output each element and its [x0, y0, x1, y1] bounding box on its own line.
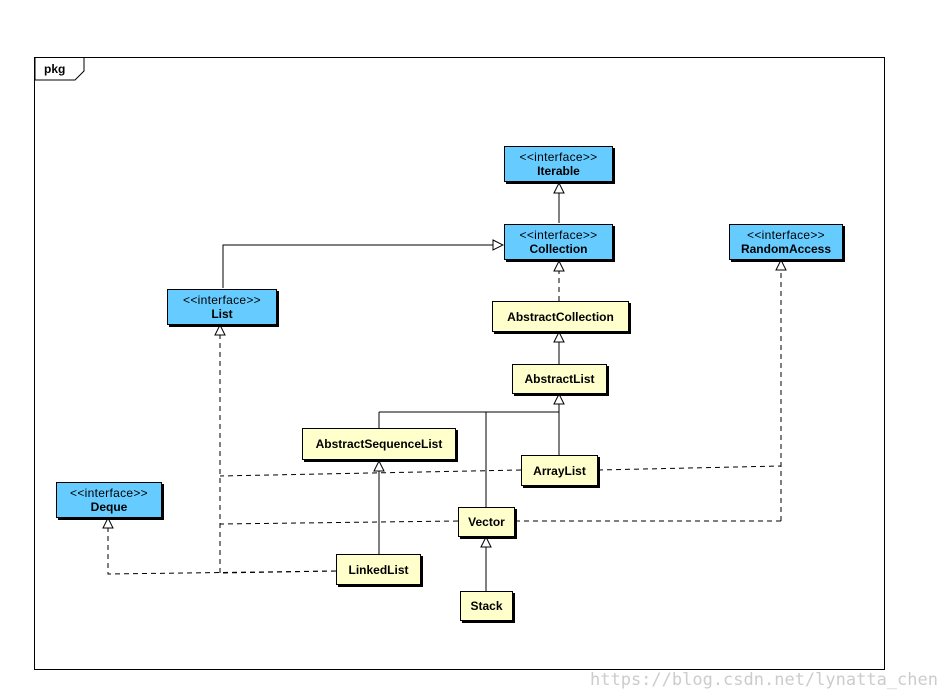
edge-vector-list	[219, 520, 459, 525]
node-array-list[interactable]: ArrayList	[521, 455, 598, 486]
node-name: Stack	[470, 599, 503, 613]
node-name: AbstractCollection	[507, 309, 614, 324]
node-stack[interactable]: Stack	[460, 591, 513, 621]
node-name: Collection	[529, 242, 588, 256]
node-name: LinkedList	[348, 562, 409, 577]
edge-arraylist-randomaccess	[597, 465, 782, 471]
package-frame	[34, 57, 885, 670]
node-abstract-collection[interactable]: AbstractCollection	[492, 301, 629, 332]
edge-arraylist-list	[219, 469, 522, 477]
stereotype-label: <<interface>>	[519, 150, 598, 164]
stereotype-label: <<interface>>	[183, 293, 261, 307]
edge-linkedlist-deque	[108, 518, 337, 575]
node-deque[interactable]: <<interface>> Deque	[56, 482, 162, 518]
stereotype-label: <<interface>>	[70, 486, 148, 500]
node-name: Iterable	[537, 164, 580, 178]
node-iterable[interactable]: <<interface>> Iterable	[504, 146, 613, 182]
node-collection[interactable]: <<interface>> Collection	[504, 224, 613, 260]
stereotype-label: <<interface>>	[519, 228, 598, 242]
node-list[interactable]: <<interface>> List	[167, 289, 277, 325]
node-name: ArrayList	[533, 463, 586, 478]
node-abstract-list[interactable]: AbstractList	[512, 364, 607, 394]
node-name: Vector	[468, 515, 505, 529]
node-vector[interactable]: Vector	[458, 507, 515, 537]
stereotype-label: <<interface>>	[747, 228, 825, 242]
node-name: AbstractList	[524, 372, 595, 386]
node-name: Deque	[90, 500, 128, 514]
node-linked-list[interactable]: LinkedList	[336, 554, 421, 585]
node-random-access[interactable]: <<interface>> RandomAccess	[729, 224, 843, 260]
package-label: pkg	[44, 62, 66, 76]
watermark-text: https://blog.csdn.net/lynatta_chen	[590, 670, 938, 690]
node-abstract-sequence-list[interactable]: AbstractSequenceList	[302, 428, 456, 460]
edge-list-collection	[222, 245, 503, 288]
node-name: List	[211, 307, 233, 321]
node-name: AbstractSequenceList	[315, 437, 443, 451]
node-name: RandomAccess	[740, 242, 832, 256]
